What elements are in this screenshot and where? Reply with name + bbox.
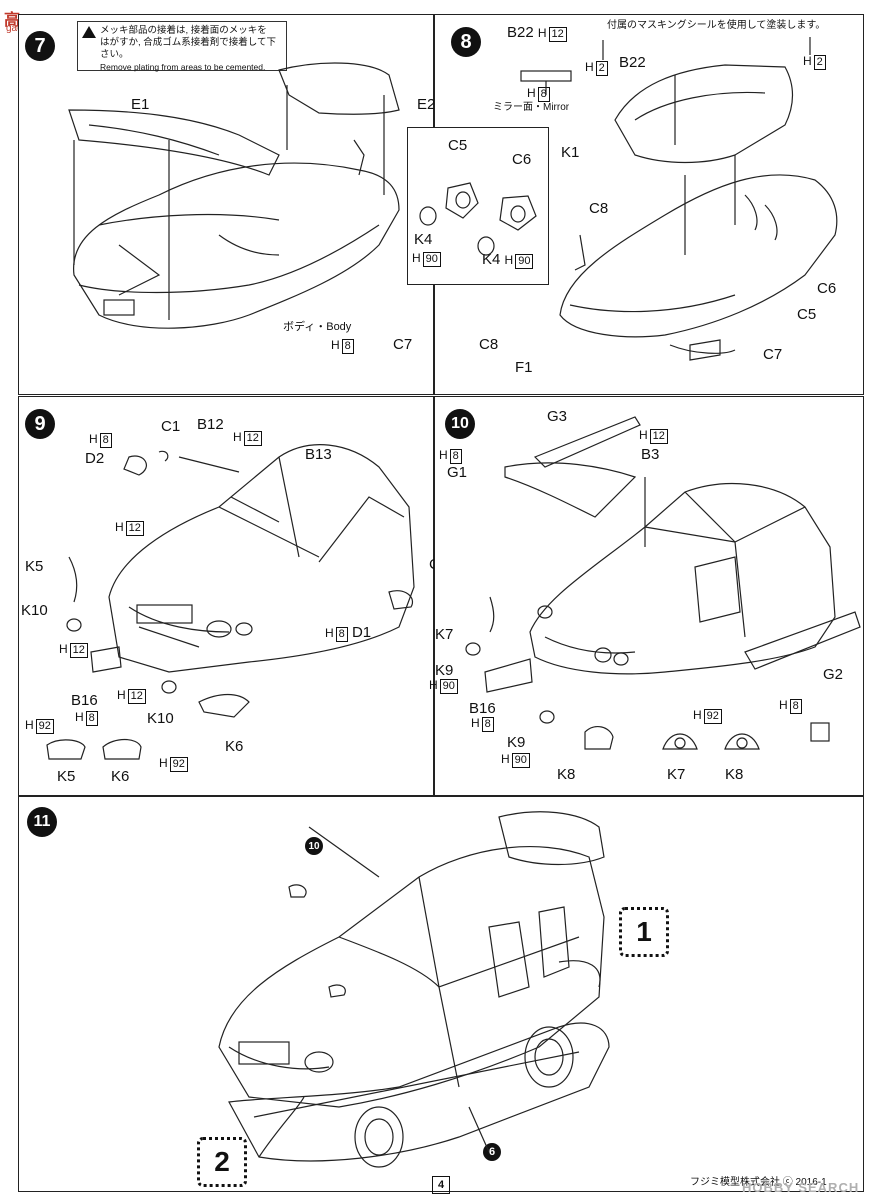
g2-label: G2 — [823, 666, 844, 683]
b16-label: B16 — [71, 692, 98, 709]
step-10-car-drawing — [465, 416, 861, 750]
k5b-label: K5 — [57, 768, 76, 785]
step-7-panel: 7 メッキ部品の接着は, 接着面のメッキを はがすか, 合成ゴム系接着剤で接着し… — [18, 14, 436, 395]
d2-label: D2 — [85, 450, 105, 467]
company-credit: フジミ模型株式会社 ⓒ 2016-1 — [690, 1177, 827, 1188]
c8-label: C8 — [589, 200, 609, 217]
step-7-number: 7 — [25, 31, 55, 61]
b16-10-label: B16 — [469, 700, 496, 717]
part-e2-label: E2 — [417, 96, 436, 113]
c1-label: C1 — [161, 418, 181, 435]
c7-label: C7 — [763, 346, 783, 363]
warning-en: Remove plating from areas to be cemented… — [100, 62, 266, 72]
headlight-parts-drawing — [419, 182, 537, 256]
step-11-number: 11 — [27, 807, 57, 837]
ref-step-10-badge: 10 — [305, 837, 323, 855]
step-9-panel: 9 C1 H8 D2 B12 H12 B13 H12 K5 K10 H12 C2… — [18, 396, 448, 796]
mirror-label: ミラー面・Mirror — [493, 102, 570, 113]
k9b-label: K9 — [507, 734, 526, 751]
k5-label: K5 — [25, 558, 44, 575]
c8b-label: C8 — [479, 336, 499, 353]
k8-label: K8 — [557, 766, 576, 783]
callout-box-2: 2 — [197, 1137, 247, 1187]
k7-label: K7 — [435, 626, 454, 643]
c6-inset-label: C6 — [512, 151, 532, 168]
b13-label: B13 — [305, 446, 332, 463]
step-8-number: 8 — [451, 27, 481, 57]
masking-note: 付属のマスキングシールを使用して塗装します。 — [607, 20, 826, 31]
k10b-label: K10 — [147, 710, 174, 727]
c5b-label: C5 — [797, 306, 817, 323]
warning-jp-line2: はがすか, 合成ゴム系接着剤で接着して下さい。 — [100, 37, 276, 60]
k10a-label: K10 — [21, 602, 48, 619]
g1-label: G1 — [447, 464, 468, 481]
b12-label: B12 — [197, 416, 224, 433]
k8b-label: K8 — [725, 766, 744, 783]
f1-label: F1 — [515, 359, 533, 376]
hobbysearch-watermark: HOBBY SEARCH — [742, 1180, 860, 1195]
k6-label: K6 — [225, 738, 244, 755]
k6b-label: K6 — [111, 768, 130, 785]
g3-label: G3 — [547, 408, 568, 425]
callout-box-1: 1 — [619, 907, 669, 957]
step-9-car-drawing — [46, 444, 415, 760]
step-11-assembly-drawing — [218, 811, 610, 1168]
c7b-label: C7 — [393, 336, 413, 353]
b22-right-label: B22 — [619, 54, 646, 71]
part-e1-label: E1 — [131, 96, 150, 113]
warning-icon — [82, 26, 96, 38]
c5-inset-label: C5 — [448, 137, 468, 154]
k4a-label: K4 — [414, 231, 433, 248]
step-7-body-drawing — [68, 62, 400, 329]
step-9-number: 9 — [25, 409, 55, 439]
b3-label: B3 — [641, 446, 660, 463]
site-logo: 高 — [4, 12, 21, 29]
k9a-label: K9 — [435, 662, 454, 679]
warning-jp-line1: メッキ部品の接着は, 接着面のメッキを — [100, 25, 267, 36]
body-label: ボディ・Body — [283, 321, 352, 333]
step-11-panel: 11 10 6 1 2 — [18, 796, 864, 1192]
step-10-number: 10 — [445, 409, 475, 439]
plating-warning: メッキ部品の接着は, 接着面のメッキを はがすか, 合成ゴム系接着剤で接着して下… — [77, 21, 287, 72]
k1-label: K1 — [561, 144, 580, 161]
step-8-drawing — [520, 37, 838, 361]
c6b-label: C6 — [817, 280, 837, 297]
page-number: 4 — [432, 1176, 450, 1194]
k7b-label: K7 — [667, 766, 686, 783]
